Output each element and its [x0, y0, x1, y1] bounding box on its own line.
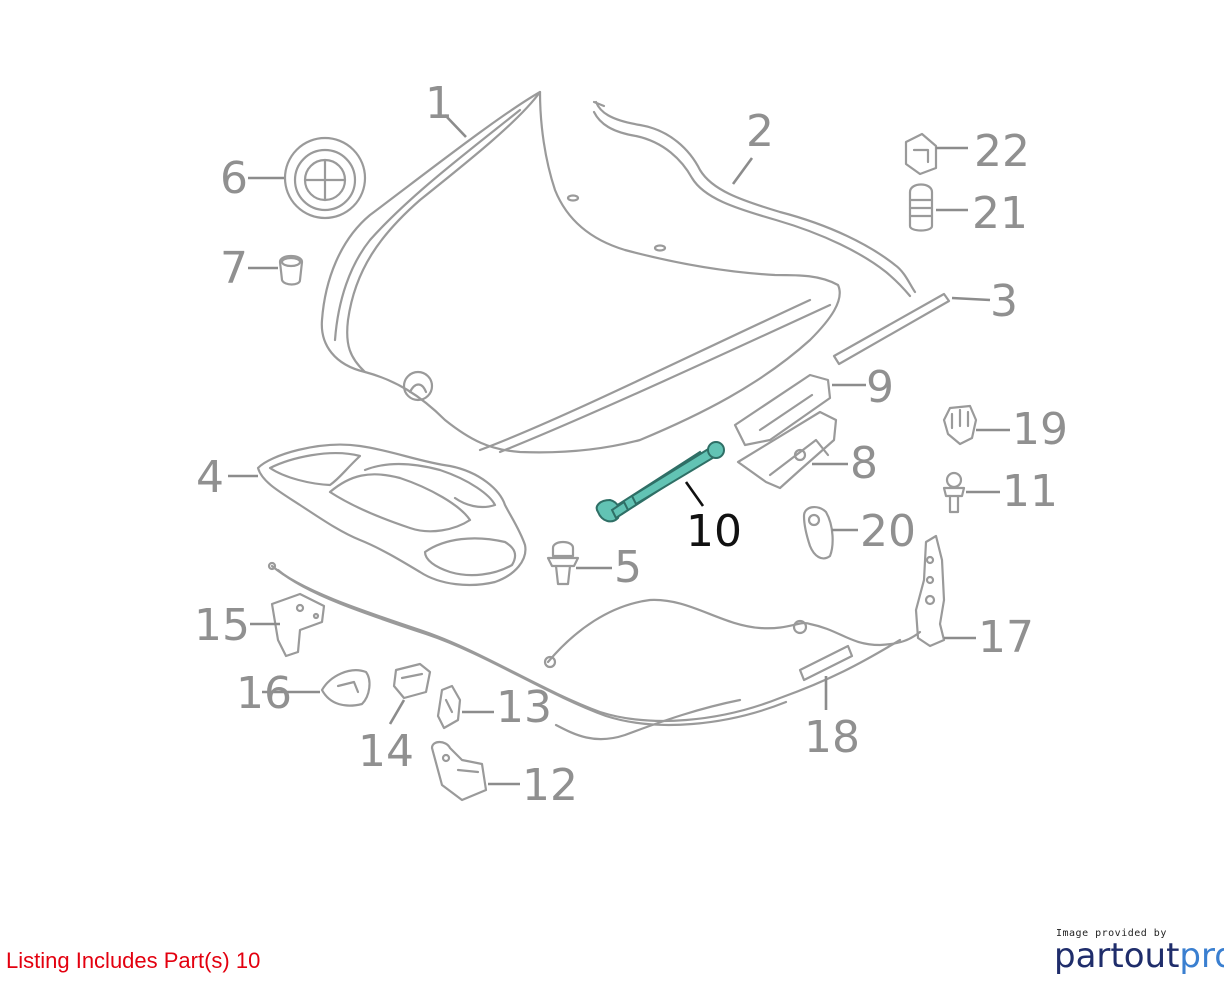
part-pad-16 [320, 669, 371, 707]
part-hinge-bracket-lower [736, 410, 838, 490]
part-emblem [283, 136, 367, 220]
callout-1: 1 [425, 78, 453, 129]
callout-16: 16 [236, 668, 292, 719]
part-bumper-stop [802, 506, 834, 560]
release-cables [267, 561, 922, 741]
image-credit: Image provided by [1056, 928, 1167, 939]
part-holder-14 [392, 662, 432, 700]
callout-12: 12 [522, 760, 578, 811]
callout-18: 18 [804, 712, 860, 763]
callout-5: 5 [614, 542, 642, 593]
part-clip-13 [436, 684, 462, 730]
callout-2: 2 [746, 106, 774, 157]
brand-logo: partoutpro [1054, 936, 1224, 976]
brand-logo-part1: partout [1054, 936, 1180, 976]
callout-17: 17 [978, 612, 1034, 663]
part-lock-bracket [430, 740, 488, 802]
callout-14: 14 [358, 726, 414, 777]
callout-9: 9 [866, 362, 894, 413]
part-spring-buffer [908, 183, 934, 232]
callout-8: 8 [850, 438, 878, 489]
part-push-clip [546, 540, 580, 586]
callout-19: 19 [1012, 404, 1068, 455]
part-clip-19 [942, 404, 978, 446]
part-release-handle [270, 592, 326, 658]
part-insulation-pad [256, 443, 527, 587]
part-clip-22 [904, 132, 938, 176]
callout-10[interactable]: 10 [686, 506, 742, 557]
part-cable-connector [798, 644, 854, 682]
callout-4: 4 [196, 452, 224, 503]
callout-numbers: 1 2 3 4 5 6 7 8 9 10 11 12 13 14 15 16 1… [194, 78, 1068, 811]
callout-6: 6 [220, 153, 248, 204]
callout-3: 3 [990, 276, 1018, 327]
callout-20: 20 [860, 506, 916, 557]
callout-13: 13 [496, 682, 552, 733]
part-hood-latch [914, 534, 946, 648]
callout-22: 22 [974, 126, 1030, 177]
part-seal-strip [592, 100, 917, 298]
part-hood [320, 90, 841, 454]
listing-note: Listing Includes Part(s) 10 [6, 948, 261, 973]
part-gas-strut[interactable] [595, 441, 725, 523]
part-hinge-bracket-upper [733, 373, 832, 447]
callout-15: 15 [194, 600, 250, 651]
part-ball-stud [942, 471, 966, 514]
part-grommet [278, 254, 304, 286]
brand-logo-part2: pro [1179, 936, 1224, 976]
callout-7: 7 [220, 243, 248, 294]
callout-11: 11 [1002, 466, 1058, 517]
callout-21: 21 [972, 188, 1028, 239]
part-rubber-strip [832, 292, 951, 366]
leader-lines [228, 114, 1010, 786]
